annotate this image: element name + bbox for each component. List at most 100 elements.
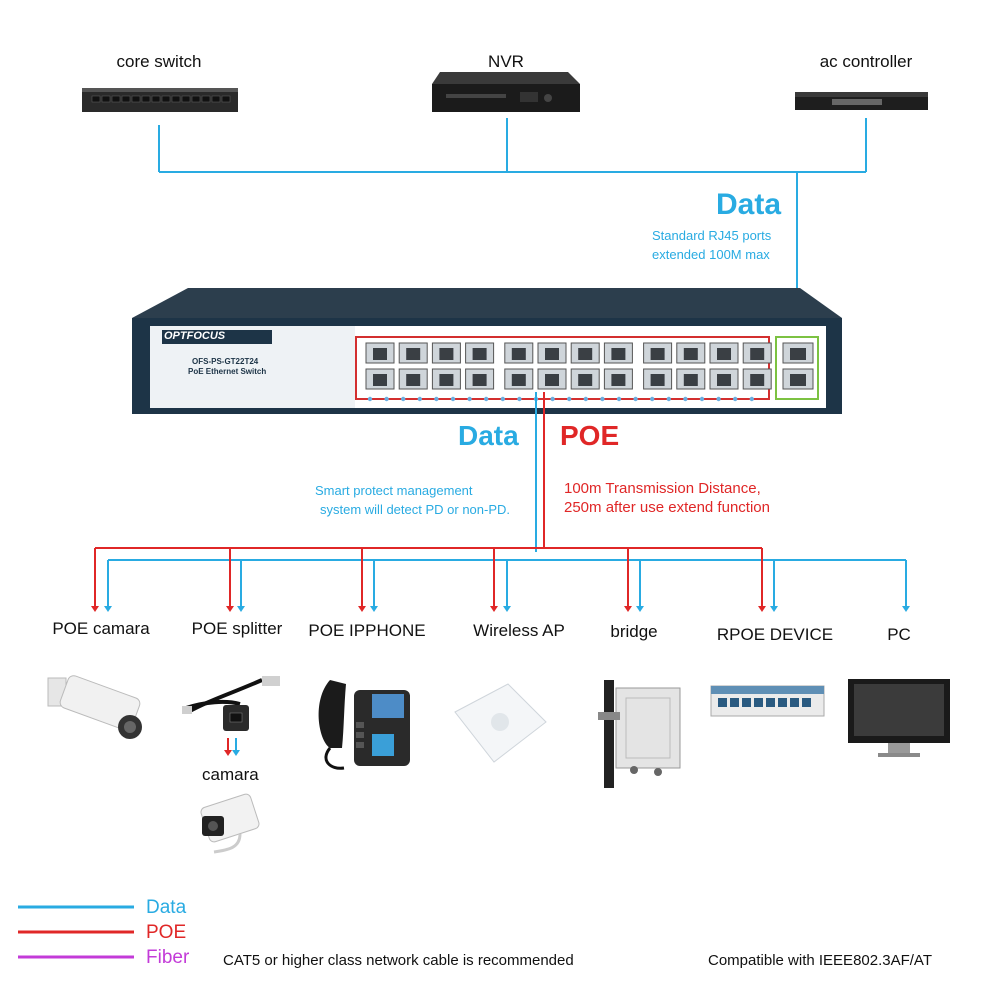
poe-splitter-picture: [182, 676, 280, 731]
uplink-note-1: Standard RJ45 ports: [652, 228, 772, 243]
data-drop-arrow: [770, 606, 778, 612]
port-led: [567, 396, 572, 402]
poe-port-jack: [683, 348, 698, 360]
data-note-2: system will detect PD or non-PD.: [320, 502, 511, 517]
poe-note-2: 250m after use extend function: [564, 499, 770, 516]
legend-poe-label: POE: [146, 922, 187, 943]
endpoint-label-bridge: bridge: [610, 622, 658, 641]
distribution-lines: [91, 547, 910, 612]
port-led: [417, 396, 422, 402]
port-led: [550, 396, 555, 402]
uplink-port-jack: [790, 374, 806, 386]
poe-drop-arrow: [358, 606, 366, 612]
port-led: [434, 396, 439, 402]
poe-port-jack: [439, 348, 454, 360]
endpoint-label-poe-splitter: POE splitter: [191, 619, 283, 638]
poe-port-jack: [750, 348, 765, 360]
compatibility-note: Compatible with IEEE802.3AF/AT: [708, 952, 932, 969]
port-led: [749, 396, 754, 402]
wireless-ap-picture: [454, 683, 547, 763]
splitter-output-label: camara: [202, 765, 259, 784]
data-drop-arrow: [902, 606, 910, 612]
data-drop-arrow: [104, 606, 112, 612]
poe-port-jack: [717, 348, 731, 360]
poe-port-jack: [406, 374, 421, 386]
cable-recommendation: CAT5 or higher class network cable is re…: [223, 952, 574, 969]
data-drop-arrow: [636, 606, 644, 612]
endpoint-label-wireless-ap: Wireless AP: [473, 621, 565, 640]
poe-port-jack: [545, 374, 559, 386]
legend-data-label: Data: [146, 897, 187, 918]
uplink-port-jack: [790, 348, 806, 360]
switch-brand-logo: OPTFOCUS: [164, 330, 226, 342]
endpoint-label-rpoe-device: RPOE DEVICE: [716, 625, 834, 644]
data-drop-arrow: [370, 606, 378, 612]
endpoint-label-ip-phone: POE IPPHONE: [308, 621, 426, 640]
port-led: [733, 396, 738, 402]
uplink-ports: [782, 342, 814, 390]
port-led: [633, 396, 638, 402]
poe-drop-arrow: [226, 606, 234, 612]
port-led: [616, 396, 622, 402]
poe-port-jack: [578, 374, 593, 386]
port-led: [484, 396, 489, 402]
endpoint-label-pc: PC: [887, 625, 911, 644]
data-drop-arrow: [503, 606, 511, 612]
ac-controller-label: ac controller: [819, 52, 913, 71]
poe-port-jack: [578, 348, 593, 360]
legend-fiber-label: Fiber: [146, 947, 190, 968]
port-led: [683, 396, 688, 402]
poe-port-jack: [511, 374, 526, 386]
port-led: [600, 396, 605, 402]
bridge-picture: [598, 680, 681, 788]
port-led: [384, 396, 389, 402]
rpoe-device-picture: [710, 685, 825, 717]
uplink-note-2: extended 100M max: [652, 247, 770, 262]
switch-model: OFS-PS-GT22T24: [192, 357, 259, 366]
poe-drop-arrow: [758, 606, 766, 612]
poe-port-jack: [439, 374, 454, 386]
poe-port-jack: [545, 348, 559, 360]
ac-controller-device: [795, 92, 928, 110]
poe-camera-picture: [47, 675, 142, 739]
poe-port-jack: [750, 374, 765, 386]
port-led: [583, 396, 588, 402]
splitter-camera-picture: [200, 793, 260, 854]
ip-phone-picture: [318, 680, 410, 770]
port-led: [450, 396, 456, 402]
poe-port-jack: [472, 374, 487, 386]
poe-port-jack: [717, 374, 731, 386]
port-led: [467, 396, 472, 402]
nvr-label: NVR: [488, 52, 524, 71]
port-led: [367, 396, 373, 402]
uplink-data-title: Data: [716, 188, 782, 221]
downlink-trunk: [535, 392, 545, 552]
poe-drop-arrow: [91, 606, 99, 612]
poe-port-jack: [611, 348, 626, 360]
port-led: [699, 396, 705, 402]
port-led: [500, 396, 505, 402]
downlink-data-title: Data: [458, 420, 519, 451]
data-note-1: Smart protect management: [315, 483, 473, 498]
poe-note-1: 100m Transmission Distance,: [564, 480, 761, 497]
port-led: [650, 396, 655, 402]
legend-lines: [18, 905, 134, 959]
port-led: [716, 396, 721, 402]
downlink-poe-title: POE: [560, 420, 620, 451]
splitter-output-arrows: [224, 738, 240, 756]
poe-port-jack: [611, 374, 626, 386]
port-led: [401, 396, 406, 402]
switch-ports: [365, 342, 772, 402]
poe-port-jack: [406, 348, 421, 360]
nvr-device: [432, 72, 580, 112]
poe-switch: [132, 288, 842, 414]
poe-drop-arrow: [624, 606, 632, 612]
poe-port-jack: [373, 374, 387, 386]
poe-port-jack: [472, 348, 487, 360]
port-led: [517, 396, 522, 402]
core-switch-label: core switch: [116, 52, 202, 71]
poe-port-jack: [373, 348, 387, 360]
port-led: [666, 396, 671, 402]
